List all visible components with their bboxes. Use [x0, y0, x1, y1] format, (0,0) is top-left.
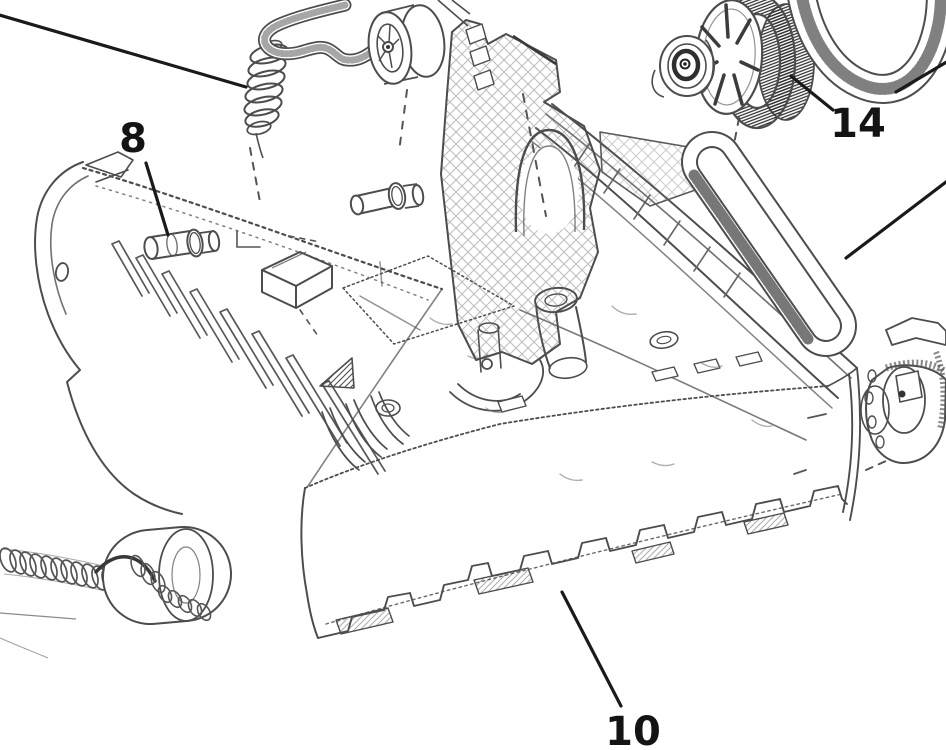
callouts — [0, 13, 946, 708]
edge-leader-top-right — [894, 60, 946, 94]
callout-14-leader — [789, 74, 835, 112]
bracket-arch — [514, 128, 586, 233]
pin-part-8 — [143, 228, 221, 260]
deck-rim-clips — [497, 351, 763, 413]
callout-labels: 8 14 10 — [119, 101, 886, 750]
callout-8-leader — [144, 161, 170, 237]
bumper-inner-dotted — [325, 493, 843, 625]
coil-spring — [243, 39, 289, 159]
bumper-zigzag-edge — [317, 485, 848, 639]
motor-bracket — [437, 0, 719, 365]
cord-drum — [102, 526, 232, 625]
cord-hook — [94, 555, 157, 583]
bumper-top-edge — [304, 385, 829, 489]
wheel-spokes — [377, 24, 400, 69]
idler-wheel — [367, 4, 446, 85]
callout-14-label: 14 — [830, 101, 886, 147]
thin-line-b — [0, 637, 49, 659]
bracket-top-arm — [512, 34, 557, 66]
belt-upper-run — [787, 0, 946, 104]
cap-hole — [54, 262, 70, 282]
brushroll-clutch — [860, 317, 946, 464]
bumper-left-edge — [300, 487, 319, 639]
housing-left-cap — [34, 161, 183, 515]
dowel-pin — [349, 182, 425, 216]
bumper-strip — [300, 385, 848, 639]
cord-assembly — [0, 526, 232, 659]
thin-line-a — [0, 612, 77, 620]
deck-hatch-wedge — [319, 357, 355, 389]
drive-belt-loop — [681, 131, 857, 357]
deck-prongs — [321, 391, 410, 471]
edge-leader-right — [844, 180, 946, 260]
deck-back-rail — [81, 166, 444, 291]
callout-10-label: 10 — [605, 709, 661, 750]
callout-10-leader — [560, 590, 623, 708]
deck-duct-bend — [449, 359, 544, 412]
toothed-drive-pulley — [651, 0, 815, 130]
guide-tube — [258, 0, 381, 67]
callout-8-label: 8 — [119, 116, 147, 162]
cord-coil-front — [130, 554, 212, 622]
bumper-slots — [335, 512, 789, 635]
housing-fins — [111, 240, 386, 475]
bracket-arch-opening — [519, 146, 579, 234]
base-housing — [34, 103, 862, 639]
housing-right-edge — [842, 367, 862, 521]
mounting-block — [261, 251, 333, 309]
edge-leader-top-left — [0, 13, 248, 89]
bracket-windows — [465, 23, 495, 91]
